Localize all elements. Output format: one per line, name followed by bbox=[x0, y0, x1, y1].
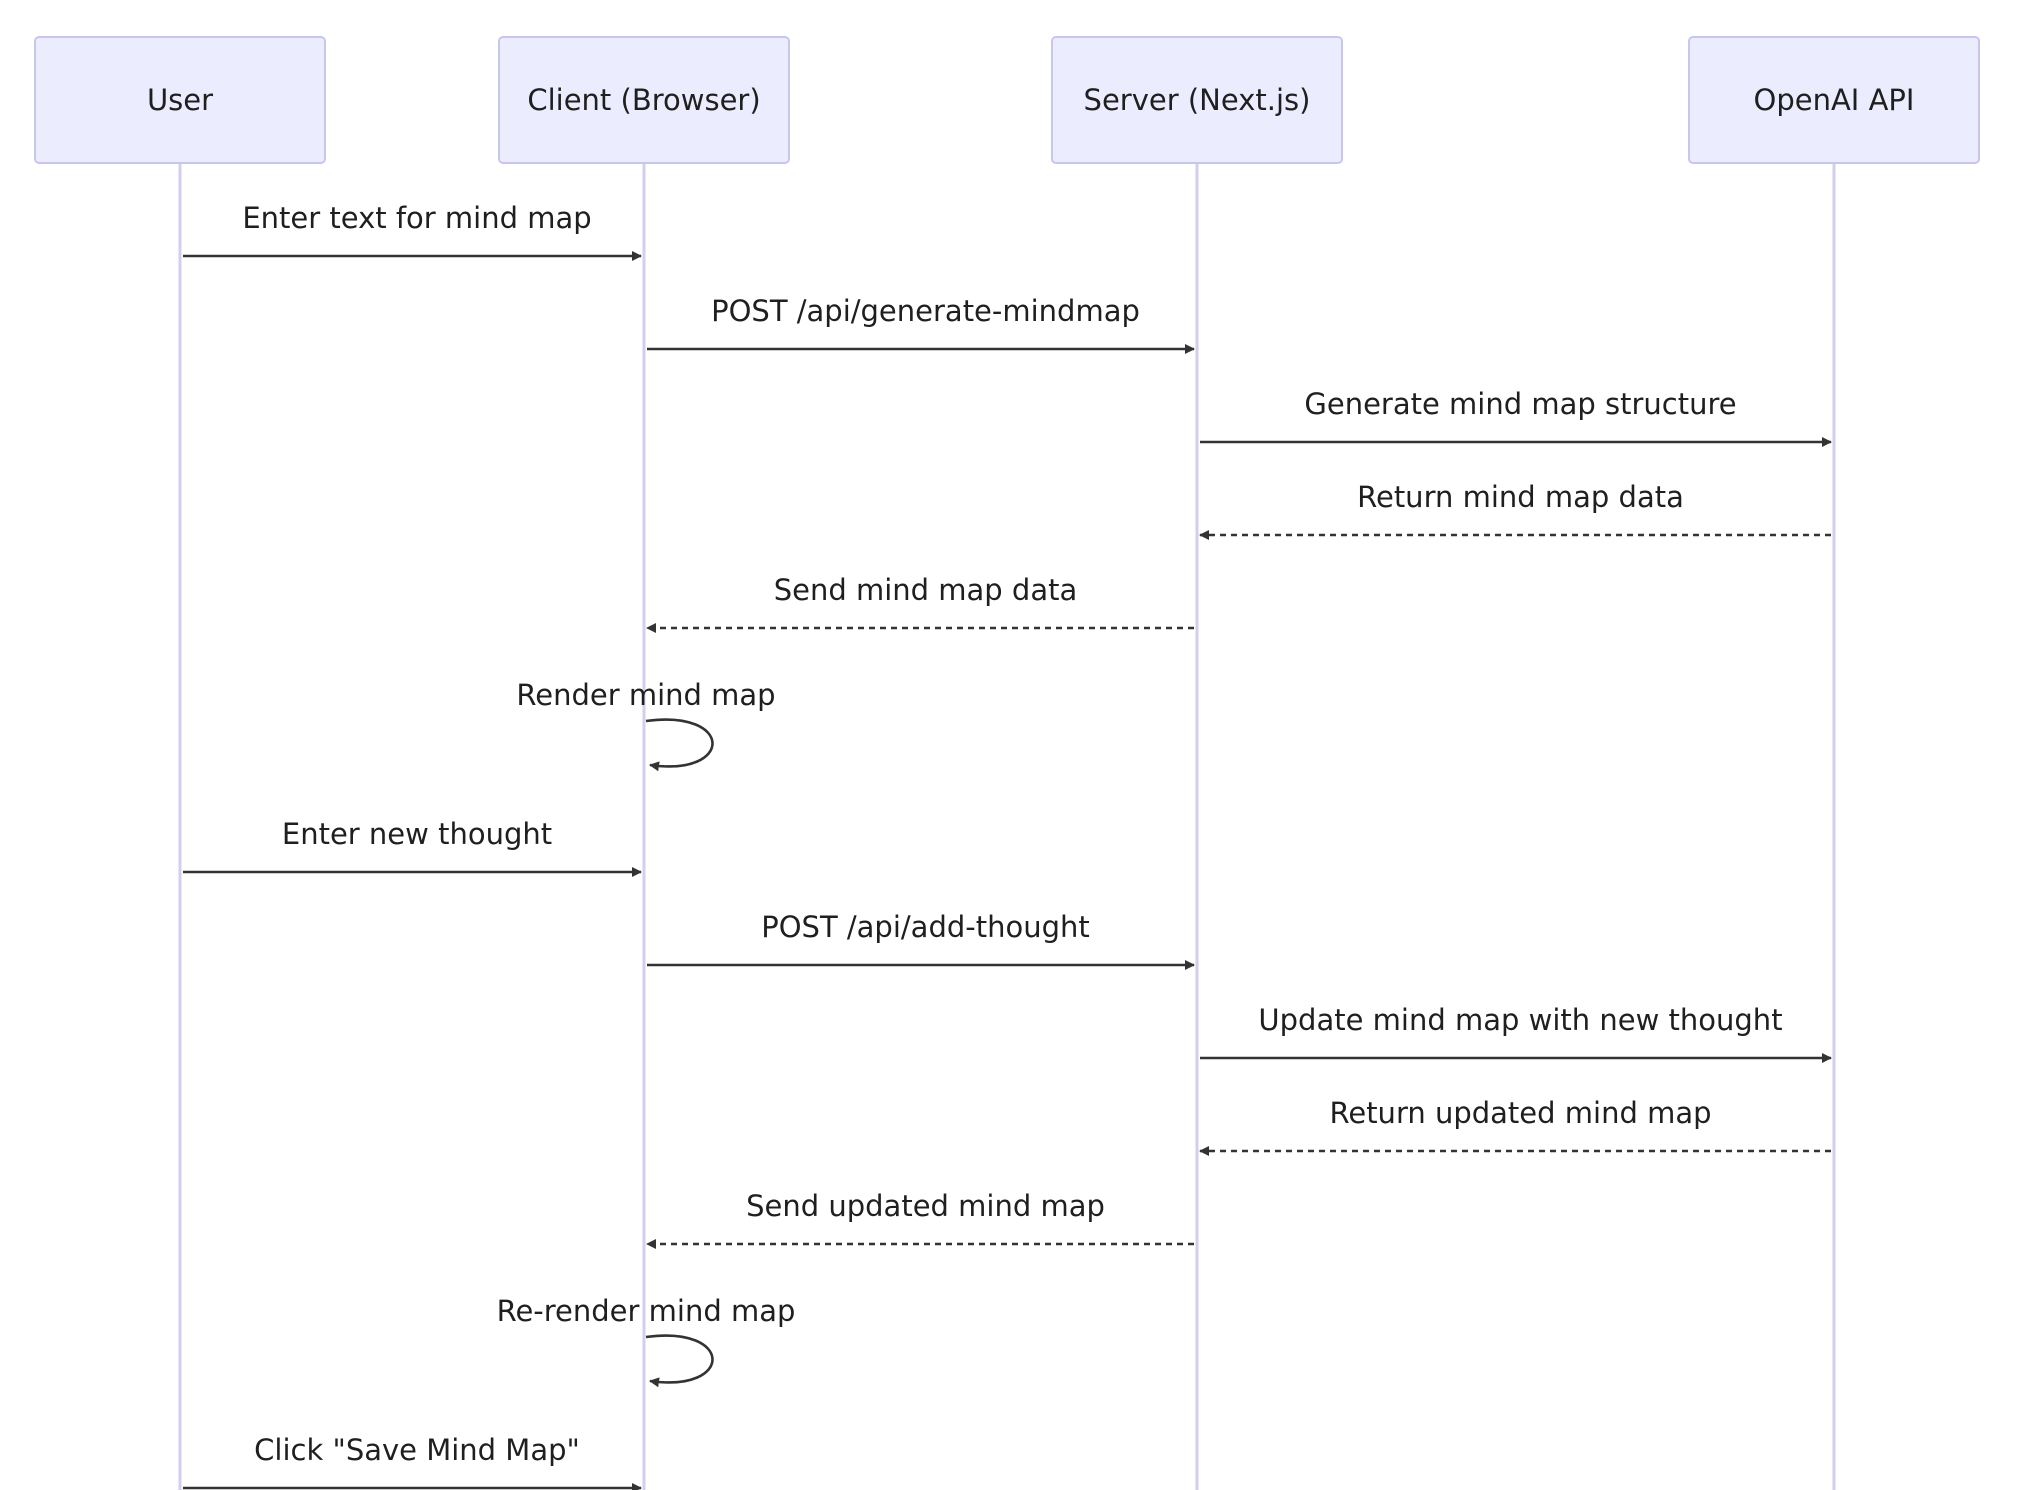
participant-label: User bbox=[147, 83, 213, 117]
participant-label: OpenAI API bbox=[1754, 83, 1915, 117]
self-message-arrow bbox=[645, 1334, 714, 1388]
participant-label: Server (Next.js) bbox=[1084, 83, 1311, 117]
participant-box bbox=[34, 36, 326, 164]
message-label: Enter text for mind map bbox=[242, 201, 591, 235]
message-label: Click "Save Mind Map" bbox=[254, 1433, 580, 1467]
message-7: Enter new thought bbox=[183, 817, 642, 877]
message-label: Render mind map bbox=[516, 678, 775, 712]
message-label: POST /api/add-thought bbox=[761, 910, 1090, 944]
participant-label: Client (Browser) bbox=[527, 83, 760, 117]
message-label: Generate mind map structure bbox=[1304, 387, 1736, 421]
message-label: Update mind map with new thought bbox=[1258, 1003, 1782, 1037]
message-8: POST /api/add-thought bbox=[647, 910, 1195, 970]
message-5: Send mind map data bbox=[646, 573, 1194, 633]
participant-box bbox=[498, 36, 790, 164]
participant-client: Client (Browser) bbox=[498, 36, 790, 164]
message-label: Re-render mind map bbox=[497, 1294, 796, 1328]
message-3: Generate mind map structure bbox=[1200, 387, 1832, 447]
message-13: Click "Save Mind Map" bbox=[183, 1433, 642, 1490]
message-6: Render mind map bbox=[516, 678, 776, 772]
message-1: Enter text for mind map bbox=[183, 201, 642, 261]
participant-server: Server (Next.js) bbox=[1051, 36, 1343, 164]
message-label: POST /api/generate-mindmap bbox=[711, 294, 1140, 328]
participant-box bbox=[1051, 36, 1343, 164]
message-2: POST /api/generate-mindmap bbox=[647, 294, 1195, 354]
message-9: Update mind map with new thought bbox=[1200, 1003, 1832, 1063]
participants: User Client (Browser) Server (Next.js) Open… bbox=[34, 36, 1980, 164]
message-label: Send mind map data bbox=[774, 573, 1078, 607]
message-label: Enter new thought bbox=[282, 817, 552, 851]
message-12: Re-render mind map bbox=[497, 1294, 796, 1388]
participant-box bbox=[1688, 36, 1980, 164]
message-label: Return updated mind map bbox=[1330, 1096, 1712, 1130]
message-10: Return updated mind map bbox=[1199, 1096, 1831, 1156]
participant-user: User bbox=[34, 36, 326, 164]
message-11: Send updated mind map bbox=[646, 1189, 1194, 1249]
self-message-arrow bbox=[645, 718, 714, 772]
lifelines bbox=[178, 163, 1836, 1490]
message-label: Return mind map data bbox=[1357, 480, 1684, 514]
participant-openai: OpenAI API bbox=[1688, 36, 1980, 164]
message-4: Return mind map data bbox=[1199, 480, 1831, 540]
message-label: Send updated mind map bbox=[746, 1189, 1105, 1223]
